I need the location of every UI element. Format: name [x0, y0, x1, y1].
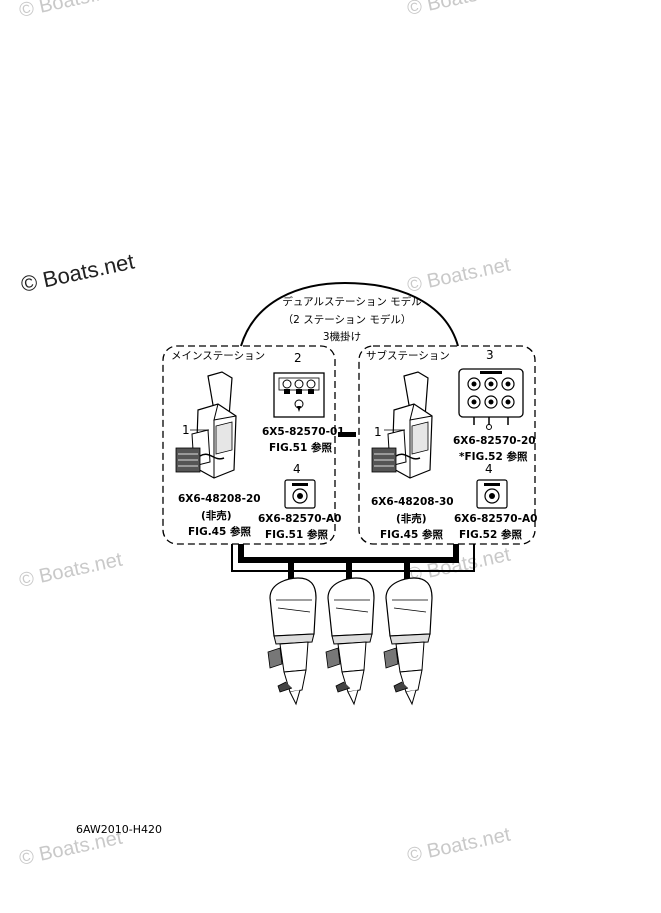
main-panel-ref: FIG.51 参照: [269, 441, 332, 454]
sub-switch-index: 4: [485, 462, 493, 476]
outboard-engine: [267, 577, 317, 705]
sub-control-ref: FIG.45 参照: [380, 528, 443, 541]
sub-key-switch: [476, 479, 508, 509]
dual-station-label: デュアルステーション モデル: [282, 295, 421, 308]
main-switch-ref: FIG.51 参照: [265, 528, 328, 541]
triple-engine-label: 3機掛け: [323, 330, 361, 343]
sub-control-index: 1: [374, 425, 382, 439]
outboard-engine: [325, 577, 375, 705]
sub-switch-ref: FIG.52 参照: [459, 528, 522, 541]
main-switch-panel: [273, 372, 325, 418]
outboard-engine: [383, 577, 433, 705]
main-switch-index: 4: [293, 462, 301, 476]
sub-panel-ref: *FIG.52 参照: [459, 450, 528, 463]
sub-panel-part: 6X6-82570-20: [453, 435, 536, 447]
sub-switch-panel: [458, 368, 524, 430]
main-control-note: (非売): [201, 509, 232, 522]
sub-station-title: サブステーション: [366, 349, 450, 362]
main-station-title: メインステーション: [171, 350, 265, 362]
sub-control-note: (非売): [396, 512, 427, 525]
diagram-code: 6AW2010-H420: [76, 823, 163, 836]
main-control-ref: FIG.45 参照: [188, 525, 251, 538]
sub-panel-index: 3: [486, 348, 494, 362]
main-switch-part: 6X6-82570-A0: [258, 513, 341, 525]
main-control-part: 6X6-48208-20: [178, 493, 261, 505]
sub-station-box: [358, 345, 536, 545]
sub-switch-part: 6X6-82570-A0: [454, 513, 537, 525]
main-control-index: 1: [182, 423, 190, 437]
sub-control-part: 6X6-48208-30: [371, 496, 454, 508]
two-station-label: （2 ステーション モデル）: [283, 313, 412, 326]
main-panel-index: 2: [294, 351, 302, 365]
main-panel-part: 6X5-82570-01: [262, 426, 345, 438]
main-key-switch: [284, 479, 316, 509]
main-station-box: [162, 345, 336, 545]
